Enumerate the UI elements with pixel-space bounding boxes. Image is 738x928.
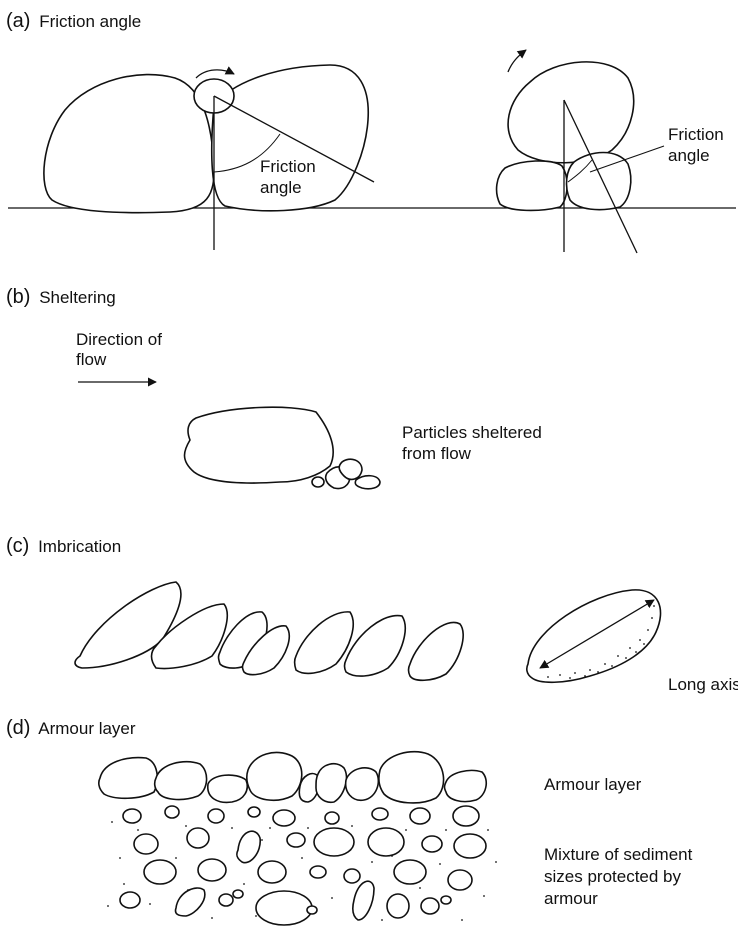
rotation-arrow-right bbox=[508, 50, 526, 72]
flow-direction-label-line1: Direction of bbox=[76, 330, 162, 349]
panel-b-heading: (b) Sheltering bbox=[6, 286, 116, 308]
sheltered-label-line2: from flow bbox=[402, 444, 472, 463]
mixture-label-line3: armour bbox=[544, 889, 598, 908]
panel-b-sheltering: (b) Sheltering Direction of flow Particl… bbox=[6, 286, 547, 489]
friction-angle-label-right-line1: Friction bbox=[668, 125, 724, 144]
sheltered-label-line1: Particles sheltered bbox=[402, 423, 542, 442]
friction-angle-label-right-line2: angle bbox=[668, 146, 710, 165]
sheltering-boulder bbox=[185, 407, 334, 483]
rotation-arrow-left bbox=[196, 70, 234, 78]
large-stone-left bbox=[44, 75, 214, 213]
subsurface-mixed-stones bbox=[120, 806, 486, 925]
panel-a-letter: (a) bbox=[6, 10, 30, 32]
flow-direction-label: Direction of flow bbox=[76, 330, 167, 369]
long-axis-label: Long axis bbox=[668, 675, 738, 694]
armour-surface-stones bbox=[99, 752, 486, 803]
panel-b-title: Sheltering bbox=[39, 288, 116, 307]
panel-b-letter: (b) bbox=[6, 286, 30, 308]
friction-angle-label-right: Friction angle bbox=[668, 125, 728, 165]
panel-a-friction-angle: (a) Friction angle Friction angle Fricti… bbox=[6, 10, 736, 253]
mixture-label-line1: Mixture of sediment bbox=[544, 845, 693, 864]
sheltered-label: Particles sheltered from flow bbox=[402, 423, 547, 463]
panel-a-heading: (a) Friction angle bbox=[6, 10, 141, 32]
panel-c-letter: (c) bbox=[6, 535, 29, 557]
top-stone-right bbox=[508, 62, 634, 163]
armour-layer-label: Armour layer bbox=[544, 775, 642, 794]
panel-c-imbrication: (c) Imbrication Long axis bbox=[6, 535, 738, 694]
sheltered-particle-4 bbox=[355, 476, 380, 489]
sheltered-particle-1 bbox=[312, 477, 324, 487]
friction-angle-label-left-line2: angle bbox=[260, 178, 302, 197]
flow-direction-label-line2: flow bbox=[76, 350, 107, 369]
panel-a-title: Friction angle bbox=[39, 12, 141, 31]
panel-d-title: Armour layer bbox=[38, 719, 136, 738]
imbricated-clast-7 bbox=[409, 622, 464, 680]
panel-c-title: Imbrication bbox=[38, 537, 121, 556]
bottom-left-stone bbox=[497, 161, 568, 211]
mixture-label: Mixture of sediment sizes protected by a… bbox=[544, 845, 697, 908]
friction-angle-label-left-line1: Friction bbox=[260, 157, 316, 176]
panel-d-heading: (d) Armour layer bbox=[6, 717, 136, 739]
panel-d-armour-layer: (d) Armour layer bbox=[6, 717, 697, 925]
panel-d-letter: (d) bbox=[6, 717, 30, 739]
mixture-label-line2: sizes protected by bbox=[544, 867, 682, 886]
panel-c-heading: (c) Imbrication bbox=[6, 535, 121, 557]
